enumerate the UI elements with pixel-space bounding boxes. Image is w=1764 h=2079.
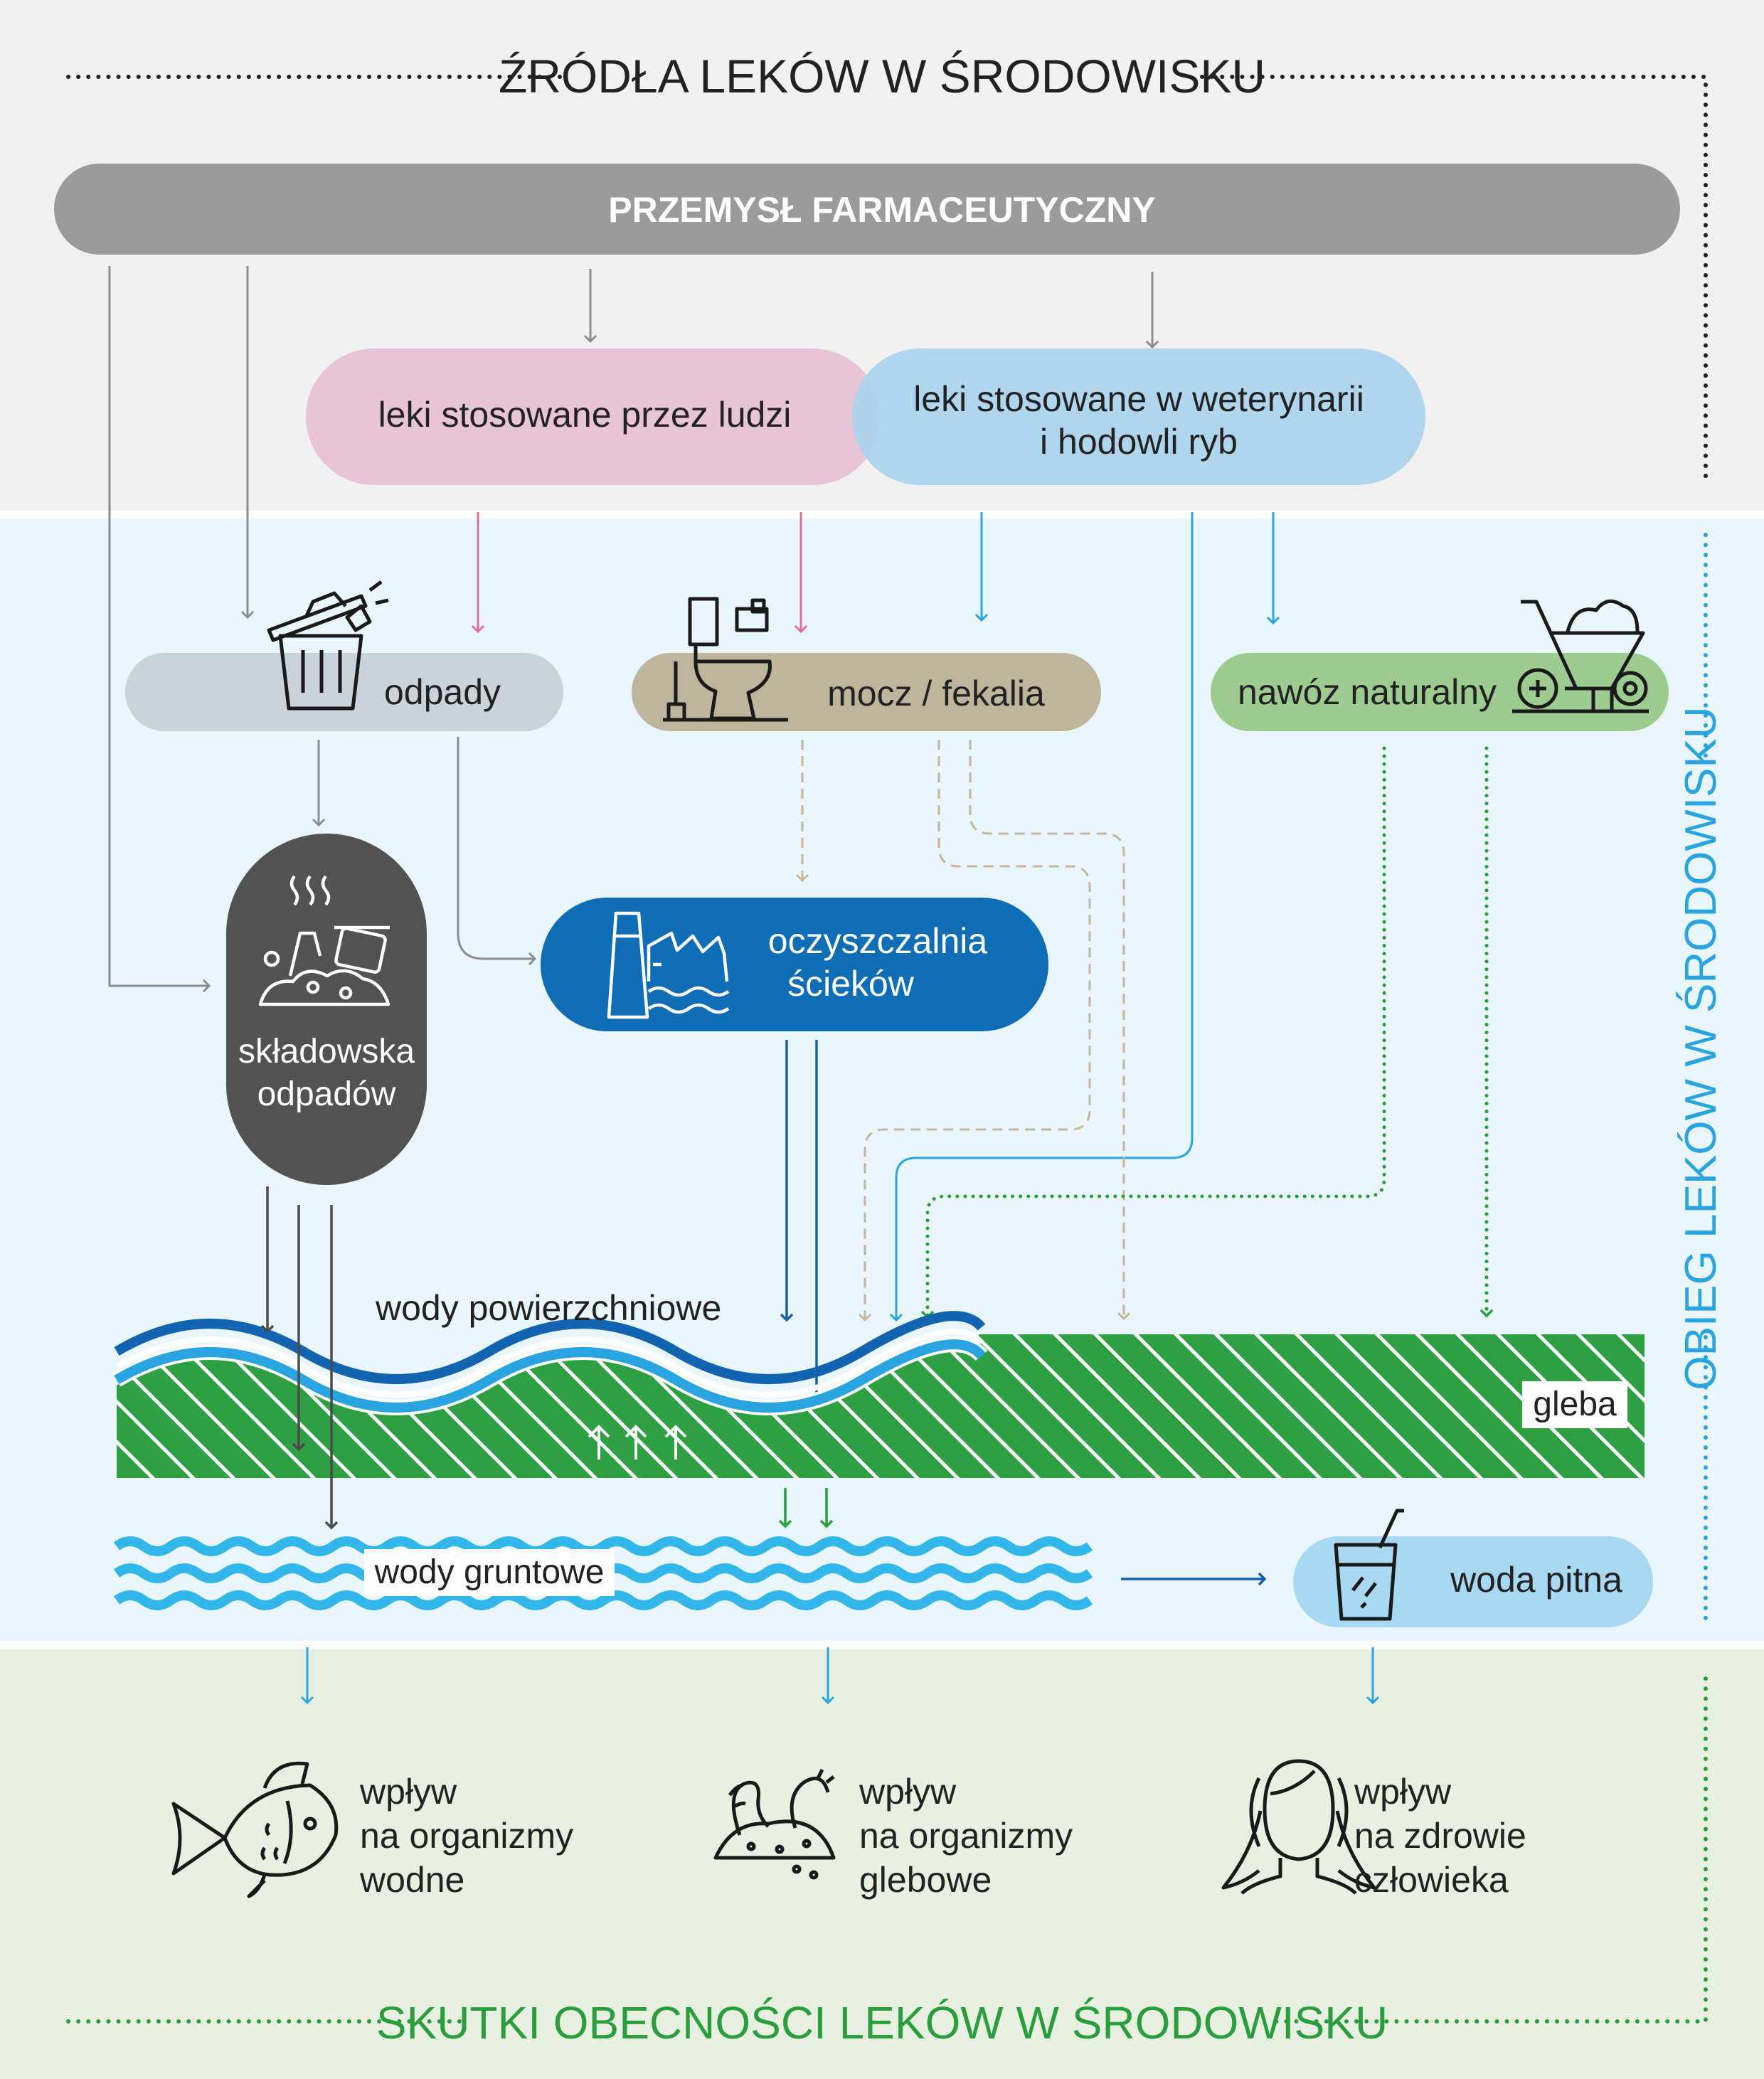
wheelbarrow-icon xyxy=(1512,599,1649,713)
vet-drugs-node xyxy=(852,349,1425,485)
landfill-node xyxy=(226,834,427,1185)
effect-human-line3: człowieka xyxy=(1354,1860,1509,1900)
surface-water-wave-1 xyxy=(114,1311,986,1384)
sewage-label-2: ścieków xyxy=(787,964,915,1004)
vet-drugs-label-1: leki stosowane w weterynarii xyxy=(913,379,1364,419)
groundwater-label: wody gruntowe xyxy=(374,1553,605,1591)
effect-aquatic-line1: wpływ xyxy=(359,1772,457,1812)
soil-label-bg xyxy=(1522,1381,1627,1428)
surface-water-label: wody powierzchniowe xyxy=(375,1288,721,1328)
urine-label: mocz / fekalia xyxy=(827,674,1045,713)
soil-label: gleba xyxy=(1533,1386,1617,1423)
up-arrows-icon xyxy=(588,1425,687,1459)
effect-human-line2: na zdrowie xyxy=(1354,1816,1526,1856)
surface-water-wave-gap xyxy=(115,1329,984,1398)
drinking-water-node xyxy=(1293,1536,1653,1627)
effects-frame-right xyxy=(1271,1676,1708,2024)
urine-node xyxy=(632,653,1101,731)
human-drugs-node xyxy=(306,349,881,485)
sources-title: ŹRÓDŁA LEKÓW W ŚRODOWISKU xyxy=(499,50,1265,102)
industry-node xyxy=(54,164,1680,255)
effect-soil-line2: na organizmy xyxy=(859,1816,1073,1856)
effect-soil-line3: glebowe xyxy=(859,1860,992,1900)
sewage-node xyxy=(541,898,1048,1031)
factory-icon xyxy=(607,911,730,1019)
arrow-urine-soil xyxy=(969,740,1131,1321)
soil-under-water xyxy=(117,1349,982,1478)
glass-icon xyxy=(1334,1509,1404,1621)
human-drugs-label: leki stosowane przez ludzi xyxy=(378,395,792,435)
effect-aquatic-line2: na organizmy xyxy=(360,1816,573,1856)
landfill-label-1: składowska xyxy=(238,1033,415,1070)
arrow-urine-surface-water xyxy=(858,740,1091,1322)
arrow-vet-surface-water xyxy=(889,512,1194,1322)
arrow-waste-sewage xyxy=(457,737,537,966)
surface-water-wave-2 xyxy=(114,1339,986,1413)
fish-icon xyxy=(171,1761,339,1898)
waste-label: odpady xyxy=(384,672,501,712)
toilet-icon xyxy=(663,597,788,722)
waste-node xyxy=(125,653,563,731)
trash-can-icon xyxy=(267,580,389,711)
cycle-title: OBIEG LEKÓW W ŚRODOWISKU xyxy=(1677,706,1726,1390)
sources-frame-right xyxy=(1200,75,1708,486)
industry-label: PRZEMYSŁ FARMACEUTYCZNY xyxy=(608,190,1155,230)
groundwater-label-bg xyxy=(364,1549,615,1596)
landfill-label-2: odpadów xyxy=(257,1075,396,1113)
drinking-water-label: woda pitna xyxy=(1450,1560,1622,1600)
sewage-label-1: oczyszczalnia xyxy=(768,921,988,961)
arrow-industry-landfill xyxy=(108,266,211,993)
effect-aquatic-line3: wodne xyxy=(359,1860,464,1900)
effect-soil-line1: wpływ xyxy=(859,1772,957,1812)
landfill-icon xyxy=(258,875,390,1006)
effect-human-line1: wpływ xyxy=(1354,1772,1452,1812)
woman-icon xyxy=(1221,1759,1376,1895)
earthworm-icon xyxy=(713,1768,836,1880)
manure-label: nawóz naturalny xyxy=(1238,672,1497,712)
vet-drugs-label-2: i hodowli ryb xyxy=(1040,422,1238,462)
arrow-manure-surface-water xyxy=(920,746,1386,1319)
effects-section-bg xyxy=(0,1649,1764,2079)
effects-title: SKUTKI OBECNOŚCI LEKÓW W ŚRODOWISKU xyxy=(376,1996,1388,2048)
